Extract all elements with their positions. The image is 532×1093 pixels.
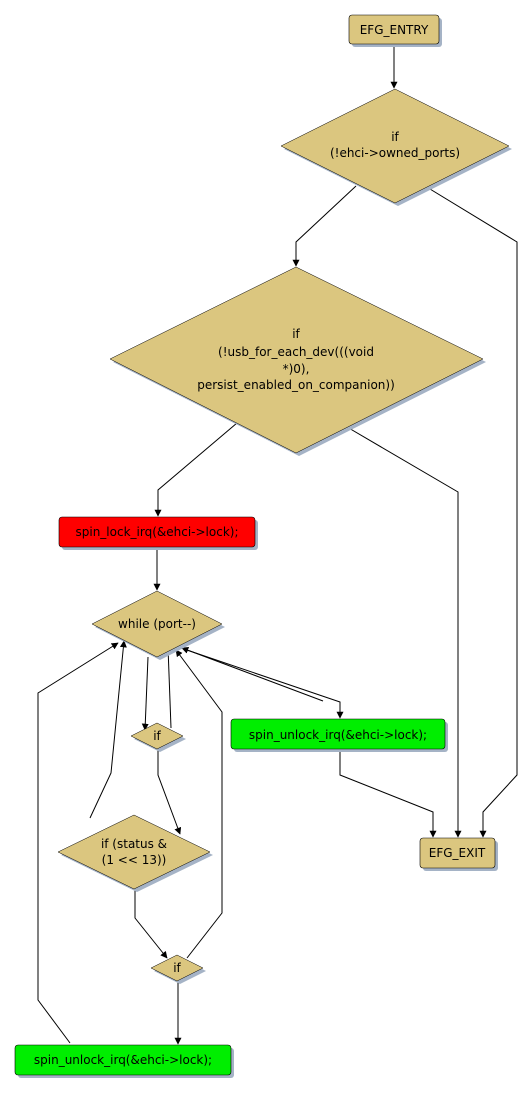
node-spin-unlock-right-box — [230, 718, 446, 750]
edges — [37, 44, 518, 1045]
node-efg-exit: EFG_EXIT — [419, 837, 498, 871]
node-efg-exit-label: EFG_EXIT — [429, 846, 486, 860]
node-while-port-diamond — [91, 590, 223, 658]
node-if-owned-ports: if (!ehci->owned_ports) — [280, 88, 512, 206]
node-spin-unlock-right-label: spin_unlock_irq(&ehci->lock); — [249, 728, 427, 742]
node-if-usb-for-each-dev-line2: (!usb_for_each_dev(((void — [218, 345, 374, 359]
edge-while-to-if-small-1 — [141, 656, 149, 731]
node-efg-exit-box — [419, 837, 496, 869]
node-if-status: if (status & (1 << 13)) — [57, 814, 213, 892]
node-spin-lock: spin_lock_irq(&ehci->lock); — [58, 516, 258, 550]
edge-if-owned-to-if-usb — [292, 185, 357, 267]
node-if-usb-for-each-dev-line4: persist_enabled_on_companion)) — [197, 378, 395, 392]
node-efg-entry-box — [348, 14, 440, 45]
node-if-small-2-diamond — [150, 954, 204, 982]
node-if-usb-for-each-dev-line3: *)0), — [283, 362, 310, 376]
edge-if-small-1-back-to-while — [164, 646, 172, 729]
node-while-port-label: while (port--) — [118, 617, 196, 631]
node-if-small-2-label: if — [173, 961, 181, 975]
node-if-owned-ports-diamond — [280, 88, 510, 204]
edge-spin-unlock-right-to-while — [181, 646, 324, 702]
edge-if-owned-to-exit — [424, 185, 518, 838]
node-if-small-1-label: if — [153, 729, 161, 743]
node-spin-lock-box — [58, 516, 256, 548]
node-spin-unlock-right: spin_unlock_irq(&ehci->lock); — [230, 718, 448, 752]
edge-while-to-spin-unlock-right — [177, 646, 344, 719]
node-if-small-2: if — [150, 954, 206, 984]
edge-if-status-back-to-while — [89, 640, 127, 819]
node-spin-unlock-bottom: spin_unlock_irq(&ehci->lock); — [14, 1044, 234, 1078]
edge-if-small-1-to-if-status — [157, 748, 182, 835]
node-efg-entry: EFG_ENTRY — [348, 14, 442, 47]
node-if-small-1-diamond — [130, 722, 184, 750]
node-spin-lock-label: spin_lock_irq(&ehci->lock); — [76, 525, 239, 539]
node-if-owned-ports-line2: (!ehci->owned_ports) — [330, 146, 460, 160]
node-efg-entry-label: EFG_ENTRY — [360, 23, 429, 37]
node-if-small-1: if — [130, 722, 186, 752]
node-if-status-diamond — [57, 814, 211, 890]
node-if-owned-ports-line1: if — [391, 130, 399, 144]
node-if-usb-for-each-dev: if (!usb_for_each_dev(((void *)0), persi… — [109, 266, 486, 456]
node-while-port: while (port--) — [91, 590, 225, 660]
node-if-usb-for-each-dev-line1: if — [292, 327, 300, 341]
edge-if-status-to-if-small-2 — [134, 888, 168, 959]
node-spin-unlock-bottom-label: spin_unlock_irq(&ehci->lock); — [34, 1053, 212, 1067]
edge-spin-unlock-right-to-exit — [339, 749, 437, 838]
edge-if-usb-to-spin-lock — [154, 422, 238, 517]
node-spin-unlock-bottom-box — [14, 1044, 232, 1076]
node-if-status-line1: if (status & — [101, 837, 167, 851]
node-if-status-line2: (1 << 13)) — [102, 853, 167, 867]
edge-if-small-2-back-to-while — [175, 649, 223, 959]
edge-if-usb-to-exit — [346, 426, 462, 838]
node-if-usb-for-each-dev-diamond — [109, 266, 484, 454]
edge-spin-unlock-bottom-back-to-while — [37, 642, 119, 1044]
